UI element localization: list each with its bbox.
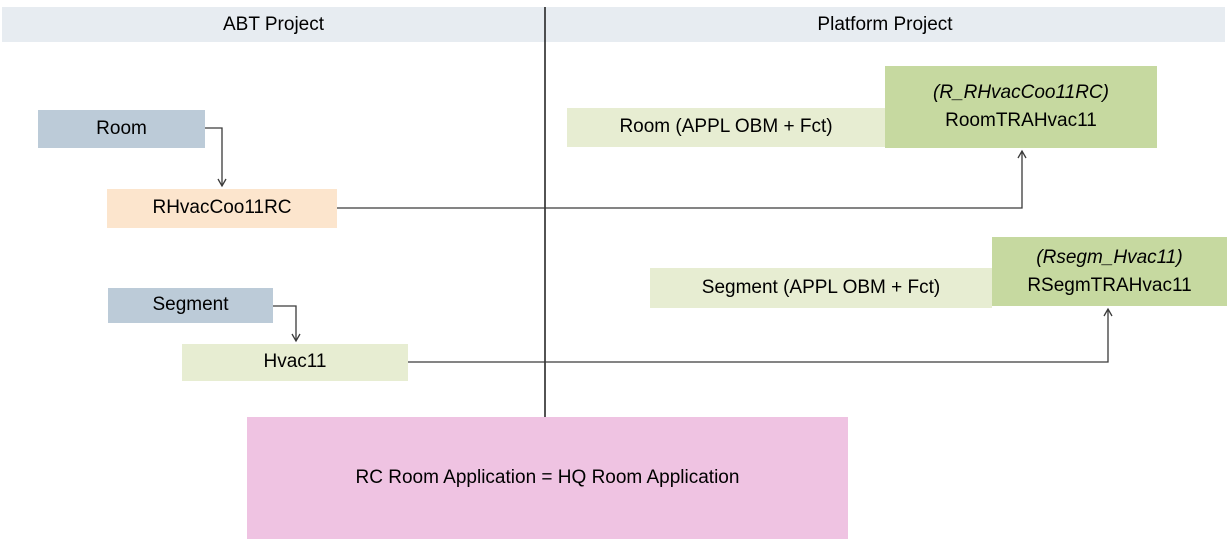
platform-room-appl-box: Room (APPL OBM + Fct) [567,108,885,147]
platform-segment-target-box: (Rsegm_Hvac11) RSegmTRAHvac11 [992,237,1227,306]
abt-segment-rule-box: Hvac11 [182,344,408,381]
header-platform-project: Platform Project [545,7,1225,42]
platform-segment-appl-box: Segment (APPL OBM + Fct) [650,268,992,308]
abt-segment-label: Segment [152,294,229,316]
platform-segment-appl-label: Segment (APPL OBM + Fct) [701,276,941,298]
header-band: ABT Project Platform Project [2,7,1225,42]
platform-room-target-box: (R_RHvacCoo11RC) RoomTRAHvac11 [885,66,1157,148]
platform-room-appl-label: Room (APPL OBM + Fct) [619,116,833,138]
note-text: RC Room Application = HQ Room Applicatio… [355,467,740,488]
arrow-hvac11-to-rsegmtrahvac11 [408,307,1113,363]
abt-segment-box: Segment [108,288,273,323]
abt-room-label: Room [96,117,147,139]
abt-room-box: Room [38,110,205,148]
platform-room-name: RoomTRAHvac11 [945,110,1097,131]
platform-segment-name: RSegmTRAHvac11 [1027,274,1192,296]
platform-segment-alias: (Rsegm_Hvac11) [1036,246,1183,268]
arrow-segment-to-hvac11 [273,305,301,343]
header-abt-project-label: ABT Project [222,13,325,35]
abt-room-rule-box: RHvacCoo11RC [107,189,337,228]
header-abt-project: ABT Project [2,7,545,42]
abt-segment-rule-label: Hvac11 [263,351,327,373]
header-platform-project-label: Platform Project [817,13,953,35]
platform-room-alias: (R_RHvacCoo11RC) [933,82,1109,104]
arrow-rhvac-to-roomtrahvac11 [337,149,1027,209]
arrow-room-to-rhvac [205,127,227,188]
note-box: RC Room Application = HQ Room Applicatio… [247,417,848,539]
abt-room-rule-label: RHvacCoo11RC [152,197,292,219]
